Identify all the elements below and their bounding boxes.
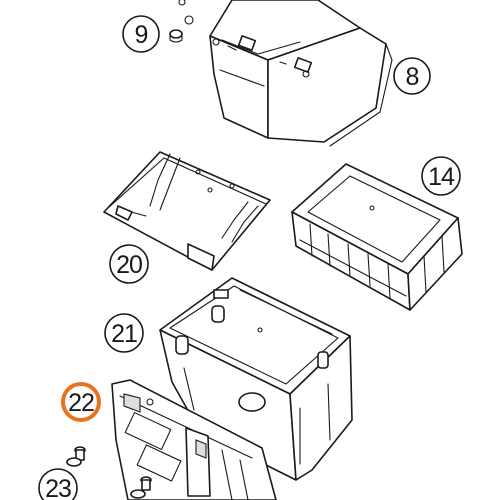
svg-text:20: 20 [116,251,142,279]
callout-14[interactable]: 14 [421,156,461,196]
svg-text:23: 23 [45,475,71,500]
callout-21[interactable]: 21 [104,313,144,353]
callout-23[interactable]: 23 [38,468,78,500]
callout-22-highlighted[interactable]: 22 [61,382,101,422]
part-14-tray[interactable] [291,163,463,311]
part-22-bracket-plate[interactable] [111,379,277,500]
svg-text:22: 22 [68,389,94,417]
part-8-battery[interactable] [209,0,393,147]
svg-text:8: 8 [406,63,419,91]
svg-text:9: 9 [135,21,148,49]
part-20-cover[interactable] [103,151,271,271]
callout-20[interactable]: 20 [109,244,149,284]
svg-text:14: 14 [428,163,455,191]
callout-8[interactable]: 8 [393,57,431,95]
part-21-battery-housing[interactable] [159,277,353,481]
part-23-bolts[interactable] [66,446,152,499]
svg-text:21: 21 [111,320,137,348]
part-9-screw[interactable] [169,0,194,43]
callout-9[interactable]: 9 [122,15,160,53]
